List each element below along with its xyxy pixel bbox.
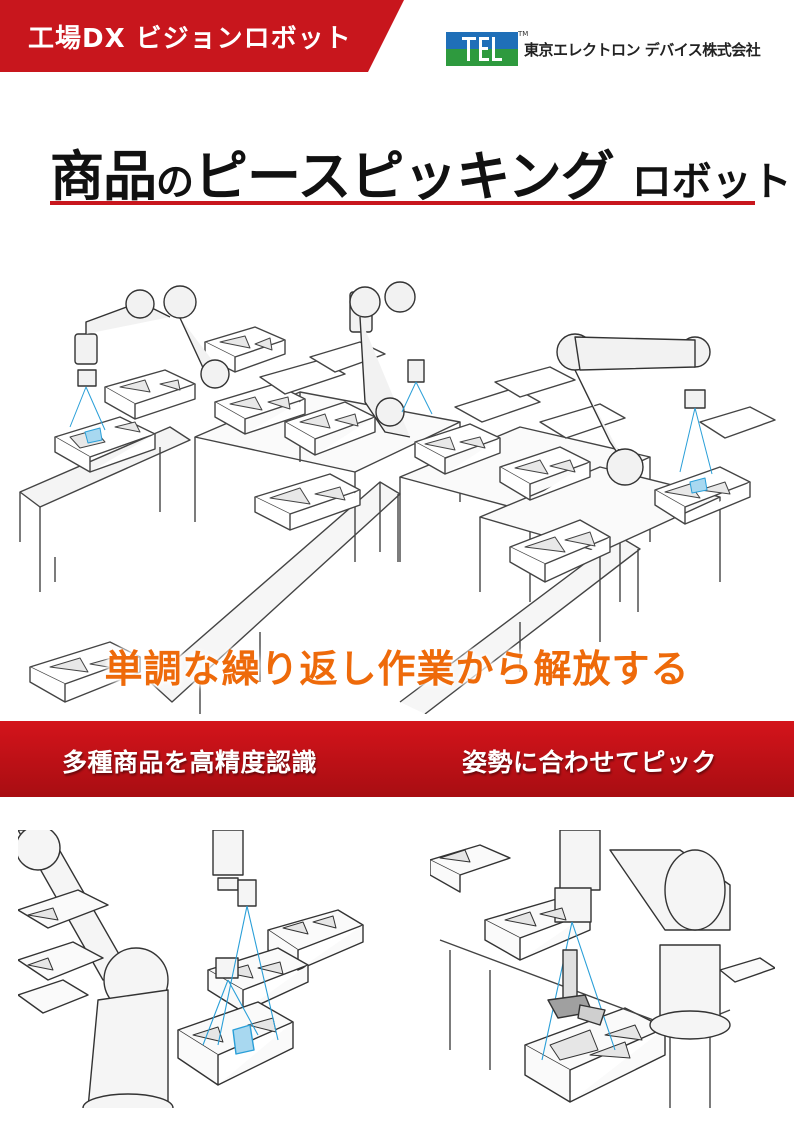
rays-left	[202, 905, 279, 1046]
feature-pick-posture: 姿勢に合わせてピック	[462, 748, 718, 777]
items-right	[439, 849, 643, 1061]
recognition-illustration	[18, 830, 378, 1108]
robot-arms	[74, 281, 711, 486]
feature-band: 多種商品を高精度認識 姿勢に合わせてピック	[0, 721, 794, 797]
company-logo: 東京エレクトロン デバイス株式会社	[446, 30, 761, 68]
trademark-mark: TM	[518, 30, 529, 38]
gripper-right	[547, 949, 606, 1026]
category-label: 工場DX ビジョンロボット	[28, 24, 352, 54]
camera-light-rays	[69, 381, 713, 475]
robot-arm-right	[554, 830, 731, 1040]
target-item-left	[232, 1024, 255, 1055]
feature-recognition: 多種商品を高精度認識	[62, 748, 318, 777]
title-suffix: ロボット	[631, 159, 792, 205]
page-title: 商品のピースピッキングロボット	[50, 132, 792, 211]
pick-illustration	[430, 830, 775, 1108]
title-part-b: ピースピッキング	[194, 145, 615, 208]
target-items	[84, 427, 708, 494]
camera-left	[212, 830, 257, 979]
title-part-a: 商品	[50, 145, 157, 208]
catchphrase: 単調な繰り返し作業から解放する	[104, 647, 690, 691]
title-underline	[50, 201, 755, 205]
company-name: 東京エレクトロン デバイス株式会社	[524, 40, 761, 59]
category-ribbon: 工場DX ビジョンロボット	[0, 0, 404, 72]
title-particle: の	[156, 160, 195, 204]
main-robot-illustration	[0, 262, 794, 714]
bins-left	[18, 889, 364, 1086]
company-logo-mark	[446, 32, 518, 66]
rays-right	[541, 921, 616, 1061]
